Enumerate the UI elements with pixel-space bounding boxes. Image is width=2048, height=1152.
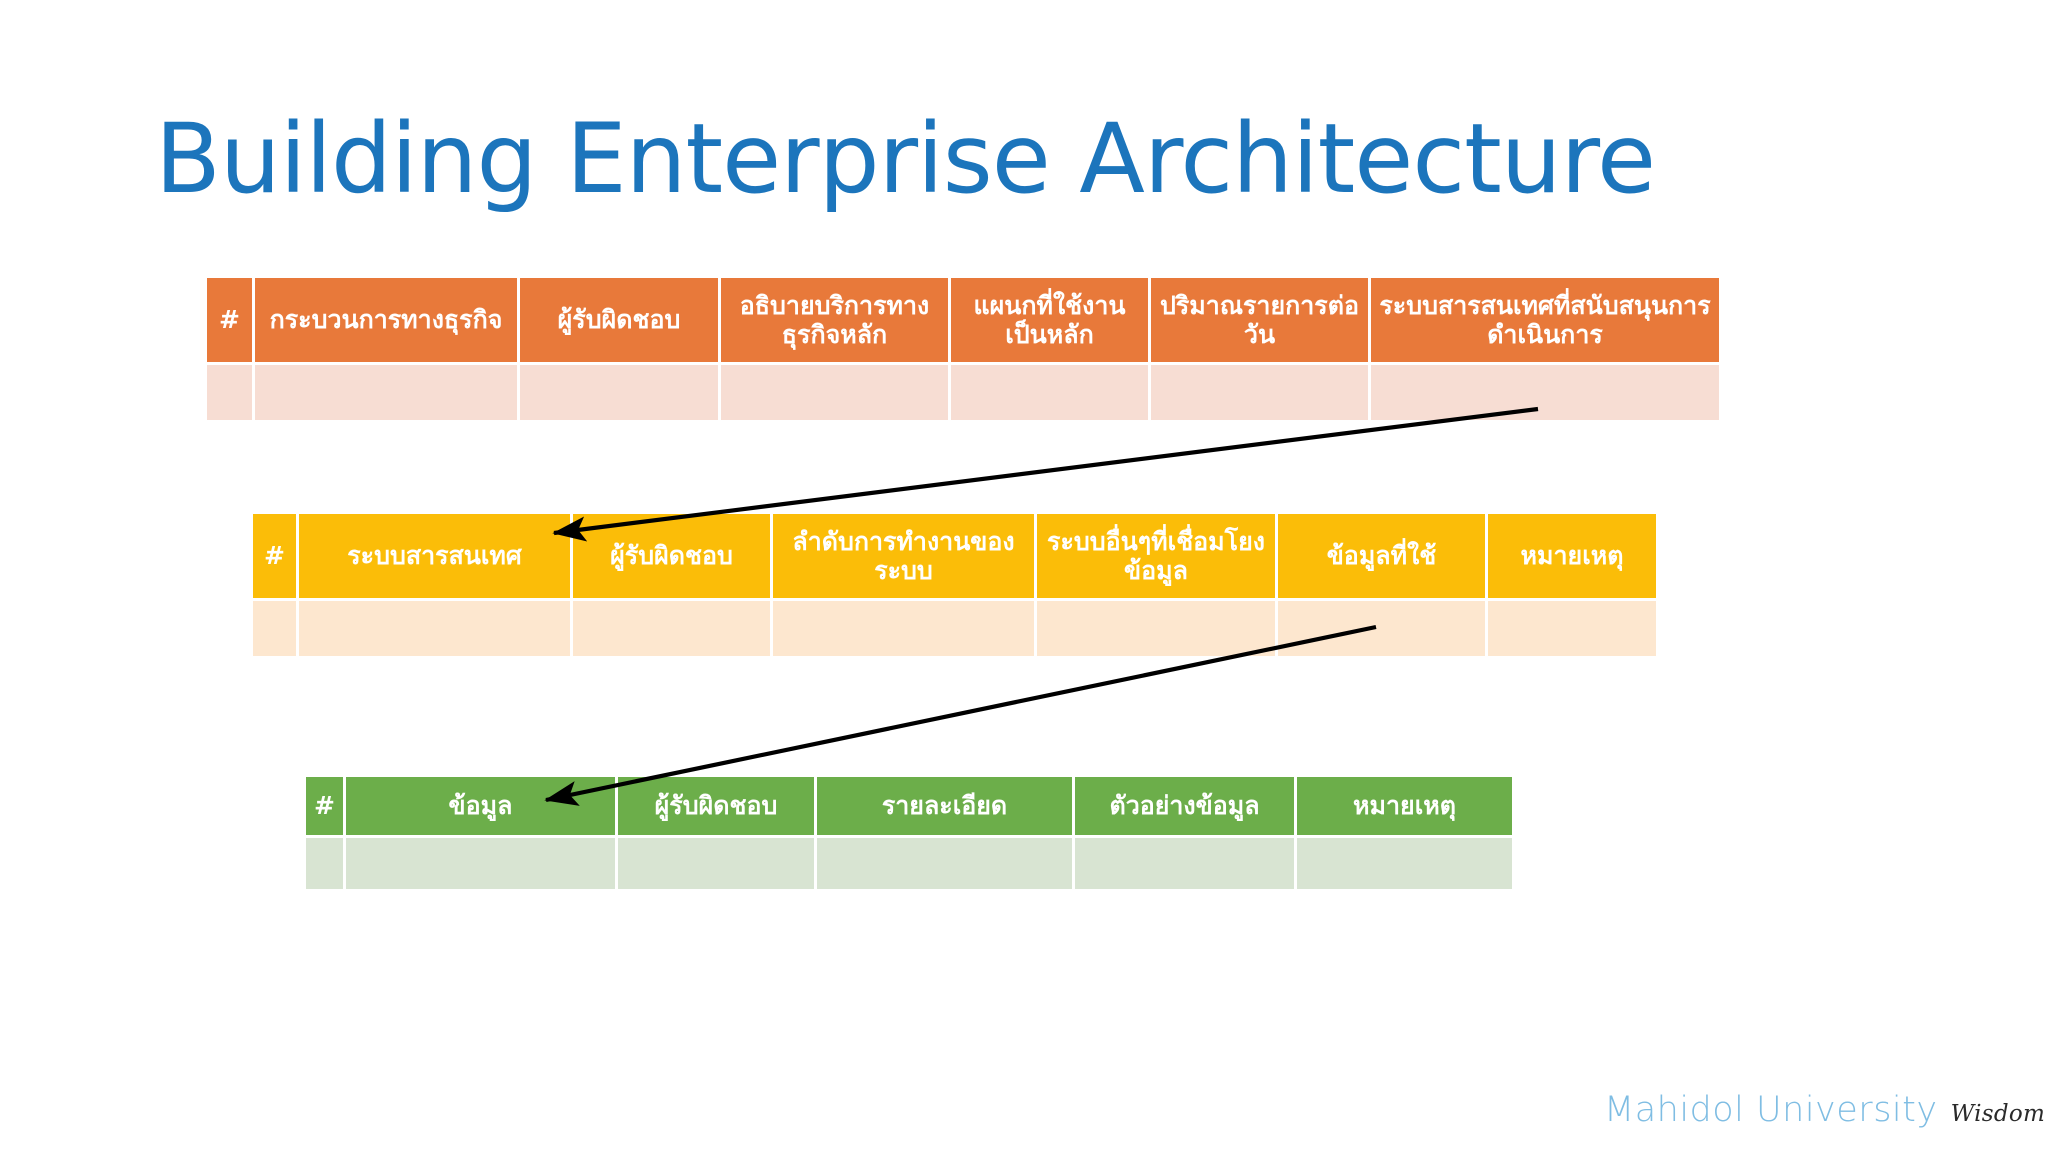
information-system-table: # ระบบสารสนเทศ ผู้รับผิดชอบ ลำดับการทำงา… [253, 514, 1656, 656]
cell-index[interactable] [253, 598, 299, 656]
cell-linked-systems[interactable] [1037, 598, 1278, 656]
column-header-process: กระบวนการทางธุรกิจ [255, 278, 520, 362]
column-header-data-example: ตัวอย่างข้อมูล [1075, 777, 1297, 835]
column-header-support-system: ระบบสารสนเทศที่สนับสนุนการดำเนินการ [1371, 278, 1719, 362]
cell-index[interactable] [306, 835, 346, 889]
cell-owner[interactable] [618, 835, 817, 889]
cell-workflow[interactable] [773, 598, 1037, 656]
logo-university-name: Mahidol University [1604, 1090, 1938, 1130]
cell-data-used[interactable] [1278, 598, 1488, 656]
mahidol-university-logo: Mahidol University Wisdom of the Land [1604, 1090, 2048, 1136]
cell-department[interactable] [951, 362, 1151, 420]
business-process-table: # กระบวนการทางธุรกิจ ผู้รับผิดชอบ อธิบาย… [207, 278, 1719, 420]
cell-data-example[interactable] [1075, 835, 1297, 889]
table-row[interactable] [306, 835, 1512, 889]
column-header-index: # [253, 514, 299, 598]
cell-volume[interactable] [1151, 362, 1371, 420]
cell-remark[interactable] [1488, 598, 1656, 656]
cell-owner[interactable] [573, 598, 773, 656]
logo-tagline: Wisdom of the Land [1950, 1101, 2048, 1127]
column-header-owner: ผู้รับผิดชอบ [520, 278, 721, 362]
column-header-owner: ผู้รับผิดชอบ [573, 514, 773, 598]
cell-index[interactable] [207, 362, 255, 420]
cell-detail[interactable] [817, 835, 1075, 889]
column-header-remark: หมายเหตุ [1297, 777, 1512, 835]
column-header-index: # [306, 777, 346, 835]
column-header-index: # [207, 278, 255, 362]
column-header-department: แผนกที่ใช้งานเป็นหลัก [951, 278, 1151, 362]
column-header-workflow: ลำดับการทำงานของระบบ [773, 514, 1037, 598]
table-row[interactable] [253, 598, 1656, 656]
table-row[interactable] [207, 362, 1719, 420]
page-title: Building Enterprise Architecture [155, 103, 1656, 215]
column-header-linked-systems: ระบบอื่นๆที่เชื่อมโยงข้อมูล [1037, 514, 1278, 598]
column-header-owner: ผู้รับผิดชอบ [618, 777, 817, 835]
column-header-system: ระบบสารสนเทศ [299, 514, 573, 598]
cell-remark[interactable] [1297, 835, 1512, 889]
table-header-row: # ข้อมูล ผู้รับผิดชอบ รายละเอียด ตัวอย่า… [306, 777, 1512, 835]
column-header-service-desc: อธิบายบริการทางธุรกิจหลัก [721, 278, 951, 362]
cell-owner[interactable] [520, 362, 721, 420]
table-header-row: # กระบวนการทางธุรกิจ ผู้รับผิดชอบ อธิบาย… [207, 278, 1719, 362]
column-header-data-used: ข้อมูลที่ใช้ [1278, 514, 1488, 598]
column-header-detail: รายละเอียด [817, 777, 1075, 835]
table-header-row: # ระบบสารสนเทศ ผู้รับผิดชอบ ลำดับการทำงา… [253, 514, 1656, 598]
cell-support-system[interactable] [1371, 362, 1719, 420]
column-header-data: ข้อมูล [346, 777, 618, 835]
column-header-volume: ปริมาณรายการต่อวัน [1151, 278, 1371, 362]
cell-service-desc[interactable] [721, 362, 951, 420]
cell-data[interactable] [346, 835, 618, 889]
cell-process[interactable] [255, 362, 520, 420]
cell-system[interactable] [299, 598, 573, 656]
column-header-remark: หมายเหตุ [1488, 514, 1656, 598]
data-entity-table: # ข้อมูล ผู้รับผิดชอบ รายละเอียด ตัวอย่า… [306, 777, 1512, 889]
